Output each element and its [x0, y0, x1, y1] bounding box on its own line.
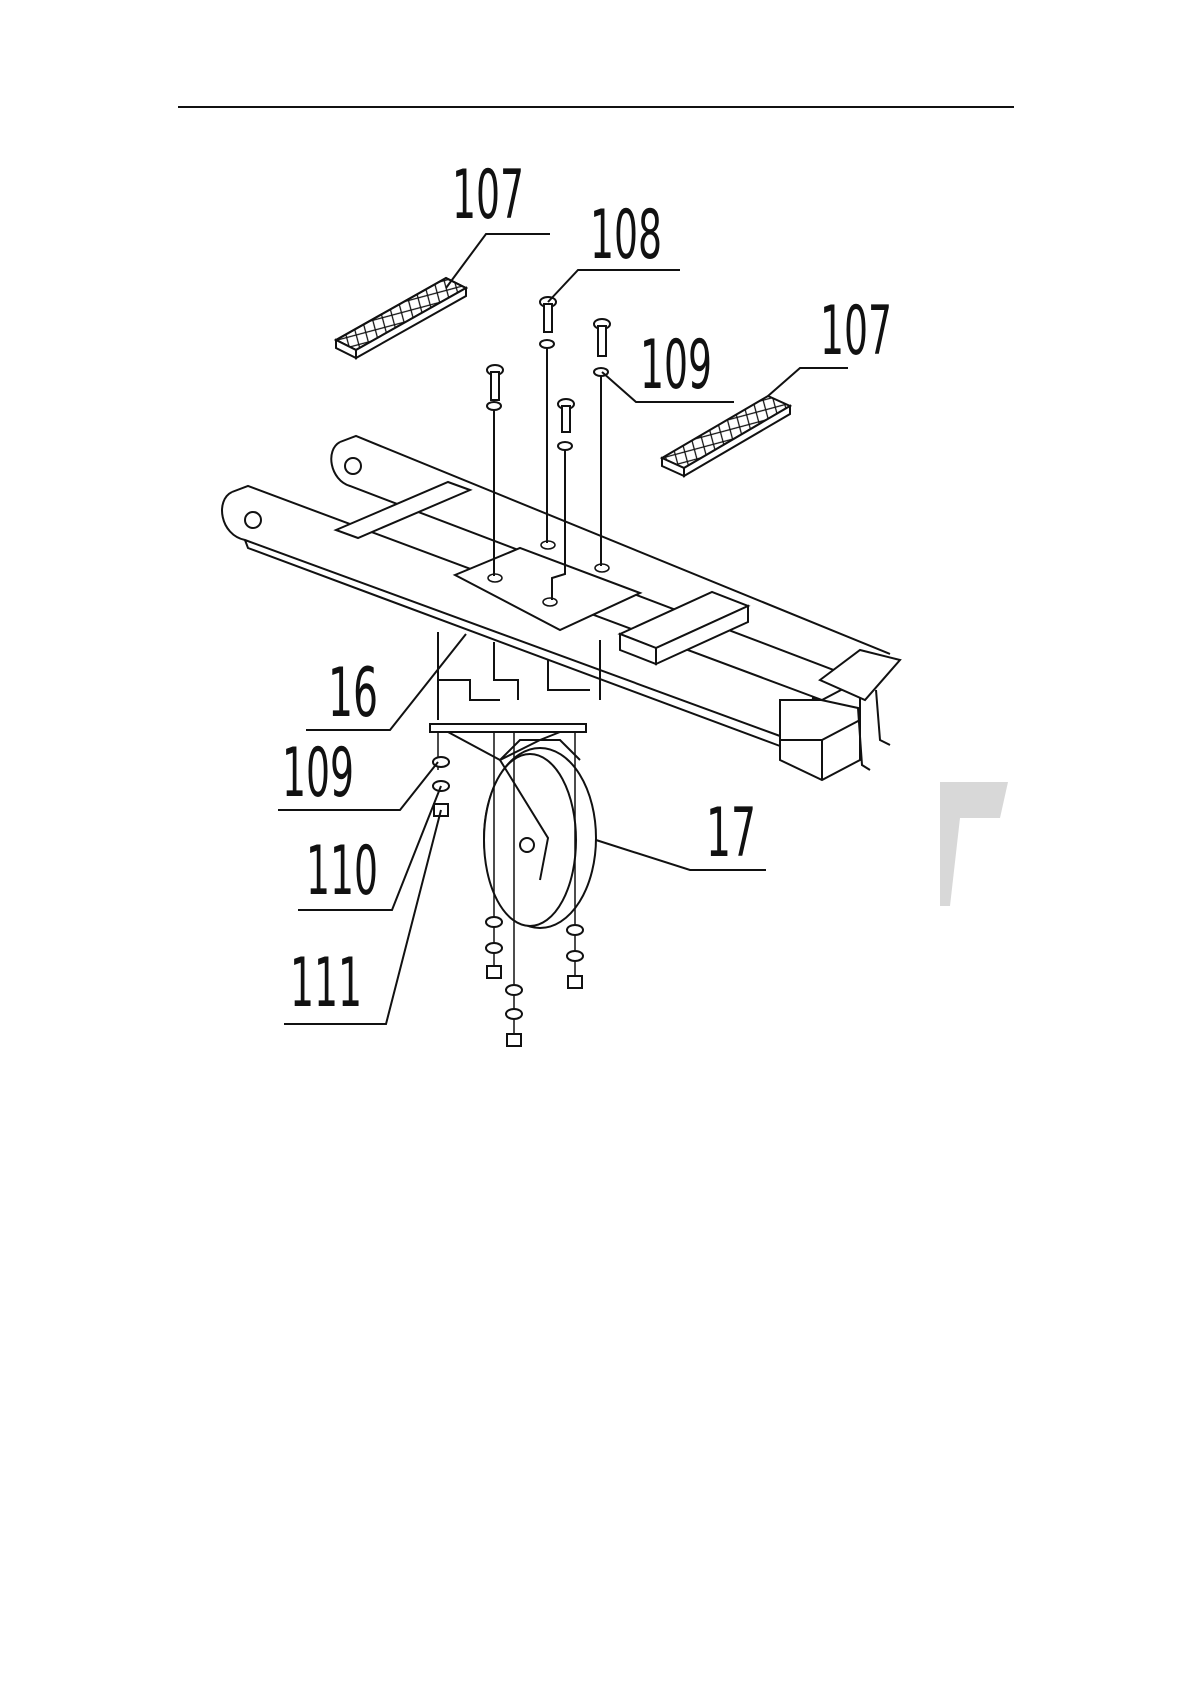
callout-109-top: 109: [640, 326, 712, 405]
callout-17: 17: [706, 794, 756, 873]
callout-108: 108: [590, 196, 662, 275]
callout-107-right: 107: [820, 292, 892, 371]
callout-110: 110: [306, 832, 378, 911]
anti-slip-pad-right: [662, 396, 790, 476]
anti-slip-pad-left: [336, 278, 466, 358]
callout-107-left: 107: [452, 156, 524, 235]
watermark-fragment: [940, 782, 1008, 906]
callout-111: 111: [290, 944, 362, 1023]
callout-16: 16: [328, 654, 378, 733]
callout-109-bottom: 109: [282, 734, 354, 813]
caster-wheel: [430, 724, 596, 928]
